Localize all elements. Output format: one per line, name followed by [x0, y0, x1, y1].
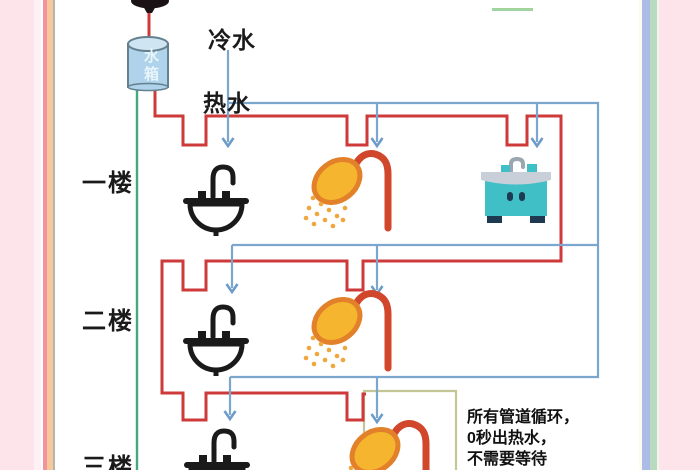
left-band-pink: [0, 0, 34, 470]
sink-icon-floor2: [183, 304, 249, 376]
callout-line-2: 0秒出热水，: [467, 430, 556, 447]
flow-arrow-icon: [225, 283, 239, 295]
hot-pipe-main: [153, 86, 563, 422]
cold-main-run: [228, 101, 600, 379]
right-band-periwinkle: [642, 0, 650, 470]
right-band-cream: [639, 0, 642, 470]
flow-arrow-icon: [370, 137, 384, 149]
sink-icon-floor1: [183, 164, 249, 236]
flow-arrows: [221, 137, 544, 425]
right-band-pale-line: [657, 0, 659, 470]
shower-icon-floor2: [303, 290, 392, 372]
water-tank-icon: [127, 36, 169, 92]
right-band-pink: [659, 0, 700, 470]
left-band-peach: [47, 0, 53, 470]
shower-icon-floor1: [303, 150, 392, 232]
flow-arrow-icon: [530, 137, 544, 149]
vanity-sink-icon: [481, 156, 551, 223]
hot-water-label: 热水: [203, 90, 251, 116]
right-band-green: [650, 0, 657, 470]
flow-arrow-icon: [223, 410, 237, 422]
floor-label-2: 二楼: [82, 308, 134, 335]
cold-water-label: 冷水: [208, 27, 256, 53]
flow-arrow-icon: [221, 137, 235, 149]
shower-icon-floor3: [348, 420, 430, 470]
floor-label-1: 一楼: [82, 170, 134, 197]
callout-text: 所有管道循环， 0秒出热水， 不需要等待: [467, 407, 579, 470]
callout-line-3: 不需要等待: [467, 451, 548, 468]
return-loop-pipe: [362, 389, 458, 470]
rooftop-heater-icon: [131, 0, 169, 13]
floor-label-3: 三楼: [82, 454, 134, 470]
left-band-gray-line: [53, 0, 55, 470]
callout-line-1: 所有管道循环，: [467, 409, 580, 426]
legend-return-pipe-swatch: [492, 8, 533, 11]
left-band-white: [41, 0, 43, 470]
cold-water-pipe: [226, 50, 600, 418]
flow-arrow-icon: [370, 413, 384, 425]
tank-label: 水箱: [142, 48, 159, 84]
left-band-pink-light: [34, 0, 41, 470]
sink-icon-floor3: [184, 428, 250, 470]
left-band-salmon: [43, 0, 47, 470]
